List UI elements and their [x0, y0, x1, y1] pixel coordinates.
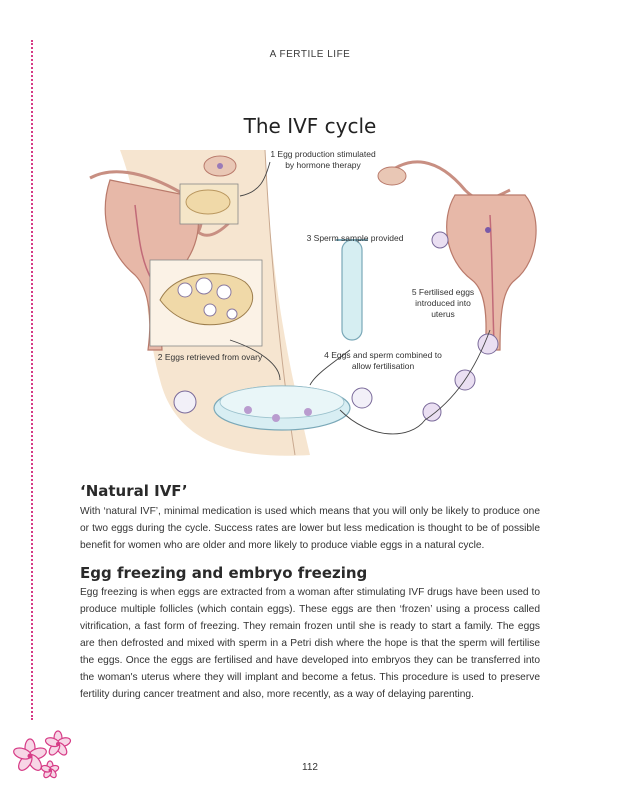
label-step1: 1 Egg production stimulated by hormone t…	[270, 149, 376, 170]
egg-fertilised	[351, 387, 373, 409]
ovary-closeup-drawing	[149, 259, 263, 347]
label-step5: 5 Fertilised eggs introduced into uterus	[411, 287, 475, 319]
test-tube-drawing	[336, 239, 368, 341]
petri-dish-drawing	[213, 385, 351, 431]
blastocyst	[431, 231, 449, 249]
arrow-step1	[239, 161, 271, 197]
section-heading-egg-freezing: Egg freezing and embryo freezing	[80, 564, 368, 582]
section-body-natural-ivf: With ‘natural IVF’, minimal medication i…	[80, 506, 540, 551]
figure-title: The IVF cycle	[243, 114, 377, 138]
page-number: 112	[302, 762, 318, 773]
egg-left	[173, 390, 197, 414]
running-head: A FERTILE LIFE	[269, 49, 351, 60]
label-step2: 2 Eggs retrieved from ovary	[157, 352, 263, 362]
section-heading-natural-ivf: ‘Natural IVF’	[80, 482, 188, 500]
section-body-egg-freezing: Egg freezing is when eggs are extracted …	[80, 587, 540, 700]
right-uterus-drawing	[377, 160, 537, 351]
ivf-cycle-illustration	[89, 149, 537, 456]
embryo-1	[422, 402, 442, 422]
flower-decoration	[13, 730, 72, 779]
arrow-tube-to-dish	[309, 349, 351, 386]
label-step4: 4 Eggs and sperm combined to allow ferti…	[324, 350, 442, 371]
label-step3: 3 Sperm sample provided	[306, 233, 404, 243]
margin-dotted-rule	[31, 40, 33, 720]
arrow-to-dish	[229, 339, 281, 381]
arrow-cycle	[339, 329, 491, 435]
